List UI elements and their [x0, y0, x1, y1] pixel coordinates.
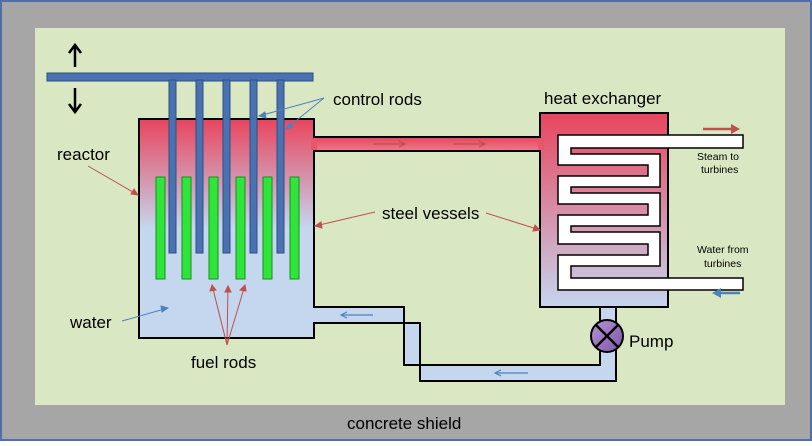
steel-vessels-label: steel vessels: [382, 204, 479, 223]
fuel-rod: [181, 176, 192, 280]
control-rod: [276, 79, 285, 254]
fuel-rod: [208, 176, 219, 280]
control-rods: [46, 72, 314, 254]
heat-exchanger-label: heat exchanger: [544, 89, 662, 108]
control-rods-label: control rods: [333, 90, 422, 109]
control-rod-bar: [46, 72, 314, 82]
water-from-turbines-line1: Water from: [697, 244, 749, 256]
water-label: water: [69, 313, 112, 332]
pointer-lines: [87, 97, 542, 346]
reactor-label: reactor: [57, 145, 110, 164]
fuel-rod: [235, 176, 246, 280]
fuel-rod: [262, 176, 273, 280]
concrete-shield-label: concrete shield: [347, 414, 461, 433]
heat-exchanger-coil: [557, 134, 744, 291]
control-rod: [222, 79, 231, 254]
fuel-rod: [155, 176, 166, 280]
hot-pipe: [313, 137, 543, 151]
control-rod: [195, 79, 204, 254]
pump-valve-icon: [590, 319, 624, 353]
steam-to-turbines-line1: Steam to: [697, 151, 739, 163]
fuel-rod: [289, 176, 300, 280]
up-down-arrow-icon: [68, 42, 82, 115]
control-rod: [168, 79, 177, 254]
control-rod: [249, 79, 258, 254]
pump-label: Pump: [629, 332, 673, 351]
fuel-rods: [155, 176, 300, 280]
flow-arrows: [339, 140, 528, 377]
fuel-rods-label: fuel rods: [191, 353, 256, 372]
water-from-turbines-line2: turbines: [704, 258, 741, 270]
steam-to-turbines-line2: turbines: [701, 164, 738, 176]
